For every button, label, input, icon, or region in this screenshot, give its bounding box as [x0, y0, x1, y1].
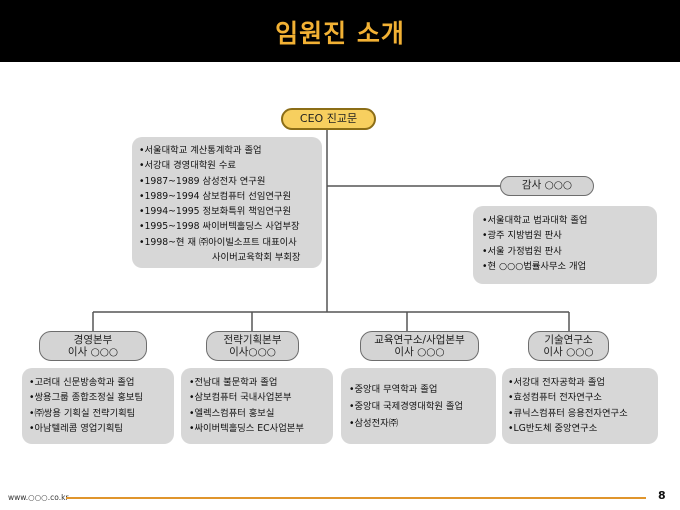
auditor-bio-line: •광주 지방법원 판사 [482, 230, 562, 242]
auditor-bio-line: •현 ○○○법률사무소 개업 [482, 260, 587, 272]
division-title: 교육연구소/사업본부 [374, 334, 465, 346]
page-title: 임원진 소개 [275, 19, 405, 48]
division-bio-line: •서강대 전자공학과 졸업 [508, 377, 605, 388]
division-bio-box: •서강대 전자공학과 졸업 •효성컴퓨터 전자연구소 •큐닉스컴퓨터 응용전자연… [502, 368, 658, 444]
ceo-label: CEO 진교문 [299, 112, 358, 125]
division-bio-line: •큐닉스컴퓨터 응용전자연구소 [508, 407, 628, 419]
division-director: 이사 ○○○ [394, 346, 445, 358]
division-bio-line: •삼성전자㈜ [349, 418, 398, 429]
division-director: 이사 ○○○ [67, 346, 119, 358]
division-title: 전략기획본부 [223, 334, 282, 346]
division-bio-line: •LG반도체 중앙연구소 [508, 422, 598, 434]
division-bio-line: •중앙대 국제경영대학원 졸업 [349, 401, 464, 412]
ceo-bio-line: •1998~현 재 ㈜아이빌소프트 대표이사 [139, 236, 297, 248]
division-node-education: 교육연구소/사업본부 이사 ○○○ [360, 331, 479, 361]
division-node-tech: 기술연구소 이사 ○○○ [528, 331, 609, 361]
division-bio-line: •전남대 불문학과 졸업 [189, 377, 278, 388]
division-bio-line: •㈜쌍용 기획실 전략기획팀 [29, 407, 136, 419]
page-number: 8 [658, 489, 666, 502]
ceo-bio-line: •1994~1995 정보화특위 책임연구원 [139, 206, 292, 218]
division-node-management: 경영본부 이사 ○○○ [39, 331, 147, 361]
division-bio-box: •중앙대 무역학과 졸업 •중앙대 국제경영대학원 졸업 •삼성전자㈜ [341, 368, 496, 444]
division-bio-line: •아남텔레콤 영업기획팀 [29, 422, 123, 434]
ceo-bio-line: •1987~1989 삼성전자 연구원 [139, 175, 266, 187]
division-bio-line: •효성컴퓨터 전자연구소 [508, 392, 602, 404]
ceo-bio-box: •서울대학교 계산통계학과 졸업 •서강대 경영대학원 수료 •1987~198… [132, 137, 322, 268]
auditor-bio-box: •서울대학교 법과대학 졸업 •광주 지방법원 판사 •서울 가정법원 판사 •… [473, 206, 657, 284]
division-bio-line: •엘렉스컴퓨터 홍보실 [189, 407, 275, 419]
footer-url: www.○○○.co.kr [8, 493, 69, 502]
auditor-label: 감사 ○○○ [521, 179, 573, 191]
ceo-bio-line: •서강대 경영대학원 수료 [139, 160, 236, 172]
auditor-bio-line: •서울대학교 법과대학 졸업 [482, 215, 588, 226]
ceo-node: CEO 진교문 [281, 108, 376, 130]
division-bio-box: •고려대 신문방송학과 졸업 •쌍용그룹 종합조정실 홍보팀 •㈜쌍용 기획실 … [22, 368, 174, 444]
ceo-bio-line: •1995~1998 싸이버텍홀딩스 사업부장 [139, 221, 300, 233]
division-bio-line: •싸이버텍홀딩스 EC사업본부 [189, 422, 304, 434]
division-director: 이사 ○○○ [543, 346, 594, 358]
ceo-bio-line: •1989~1994 삼보컴퓨터 선임연구원 [139, 190, 292, 202]
auditor-bio-line: •서울 가정법원 판사 [482, 245, 562, 257]
division-director: 이사○○○ [229, 346, 276, 358]
division-bio-line: •쌍용그룹 종합조정실 홍보팀 [29, 392, 144, 404]
division-bio-line: •삼보컴퓨터 국내사업본부 [189, 392, 292, 404]
division-title: 기술연구소 [544, 334, 593, 346]
footer-divider [66, 497, 646, 499]
auditor-node: 감사 ○○○ [500, 176, 594, 196]
division-title: 경영본부 [73, 334, 113, 346]
ceo-bio-line: 사이버교육학회 부회장 [212, 252, 301, 264]
header-bar [0, 0, 680, 62]
division-bio-line: •중앙대 무역학과 졸업 [349, 384, 438, 395]
ceo-bio-line: •서울대학교 계산통계학과 졸업 [139, 145, 262, 156]
division-node-strategy: 전략기획본부 이사○○○ [206, 331, 299, 361]
division-bio-box: •전남대 불문학과 졸업 •삼보컴퓨터 국내사업본부 •엘렉스컴퓨터 홍보실 •… [181, 368, 333, 444]
division-bio-line: •고려대 신문방송학과 졸업 [29, 377, 135, 388]
